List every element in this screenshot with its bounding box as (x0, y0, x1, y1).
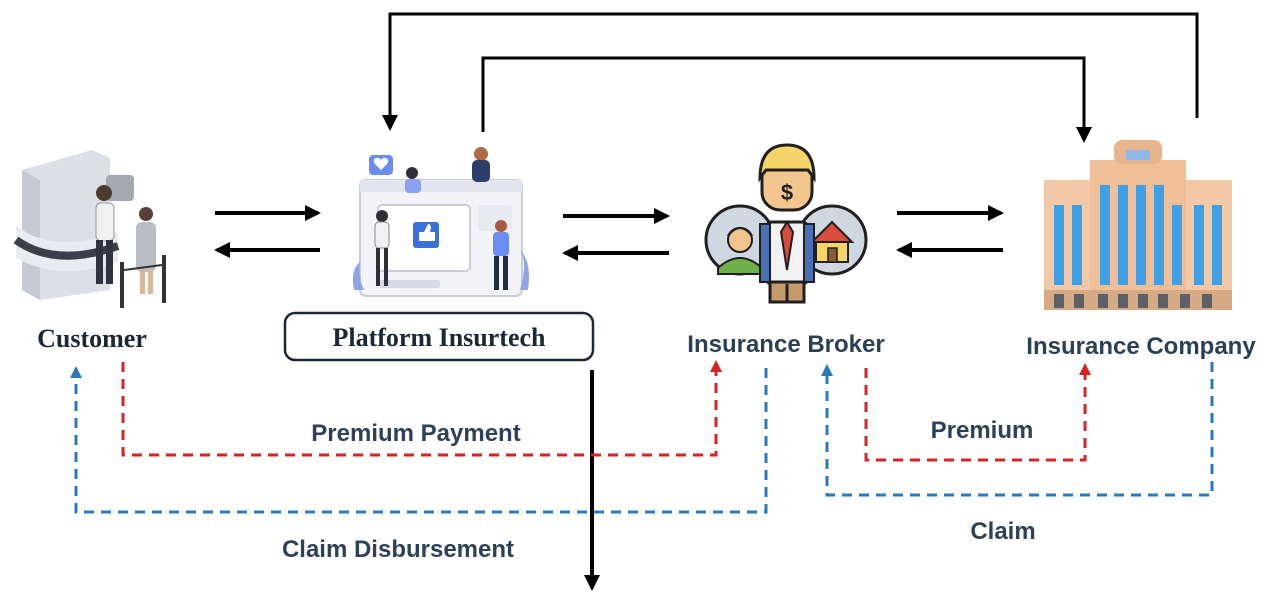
social-platform-icon (352, 147, 529, 297)
broker-label: Insurance Broker (687, 331, 884, 358)
customer-label: Customer (37, 324, 147, 353)
claim-label: Claim (970, 518, 1035, 545)
top-connectors (382, 12, 1199, 143)
claim-disbursement-flow (70, 366, 768, 514)
platform-label-box (283, 311, 595, 362)
svg-text:$: $ (781, 180, 793, 205)
company-label: Insurance Company (1026, 333, 1256, 360)
office-building-icon (1044, 140, 1232, 310)
premium-label: Premium (931, 417, 1034, 444)
premium-flow (864, 363, 1091, 462)
claim-disbursement-label: Claim Disbursement (282, 536, 514, 563)
platform-to-company-arrow (481, 56, 1092, 143)
premium-payment-flow (121, 360, 722, 457)
broker-person-icon: $ (704, 143, 868, 304)
customer-service-counter-icon (13, 150, 166, 308)
horizontal-arrows (214, 205, 1004, 261)
dashed-flows (70, 360, 1214, 514)
platform-label: Platform Insurtech (332, 323, 546, 352)
claim-flow (821, 362, 1214, 497)
company-to-platform-arrow (382, 12, 1199, 131)
premium-payment-label: Premium Payment (311, 420, 520, 447)
